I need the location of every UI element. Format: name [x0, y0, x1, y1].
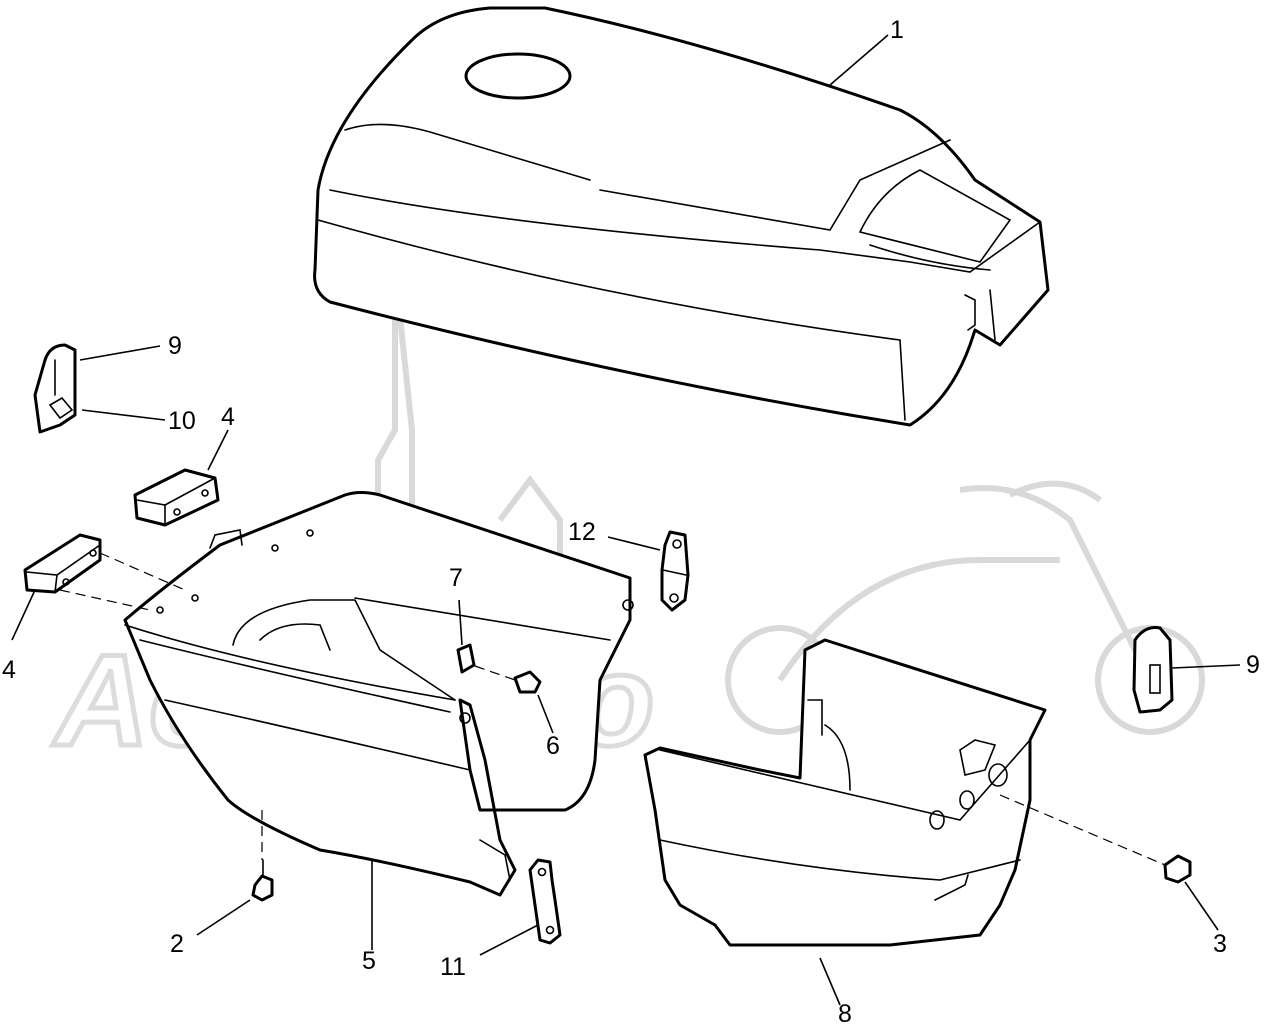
callout-6: 6 — [546, 732, 560, 760]
bracket-12 — [660, 530, 690, 612]
clip-nut-7 — [456, 643, 476, 674]
callout-4-upper: 4 — [221, 403, 235, 431]
callout-4-lower: 4 — [2, 656, 16, 684]
leader-lines — [11, 34, 1241, 1006]
watermark-motorcycle-icon — [725, 480, 1205, 735]
bracket-11 — [528, 858, 562, 945]
left-side-box — [123, 491, 634, 897]
callout-7: 7 — [449, 564, 463, 592]
grommet-3 — [999, 794, 1192, 884]
callout-3: 3 — [1213, 930, 1227, 958]
right-side-box — [643, 638, 1047, 947]
callout-2: 2 — [170, 930, 184, 958]
callout-1: 1 — [890, 16, 904, 44]
bolt-2 — [251, 810, 274, 902]
clip-right — [1132, 626, 1174, 714]
callout-5: 5 — [362, 947, 376, 975]
callout-9-right: 9 — [1246, 651, 1260, 679]
screw-6 — [474, 665, 542, 694]
clip-upper-left — [33, 343, 77, 434]
callout-12: 12 — [568, 518, 596, 546]
callout-11: 11 — [440, 953, 466, 981]
top-cover — [313, 6, 1050, 427]
callout-8: 8 — [838, 1000, 852, 1024]
callout-9-left: 9 — [168, 332, 182, 360]
rubber-block-upper — [133, 468, 220, 527]
alignment-line-block-2 — [59, 589, 151, 611]
rubber-block-lower — [23, 533, 102, 594]
callout-10: 10 — [168, 407, 196, 435]
